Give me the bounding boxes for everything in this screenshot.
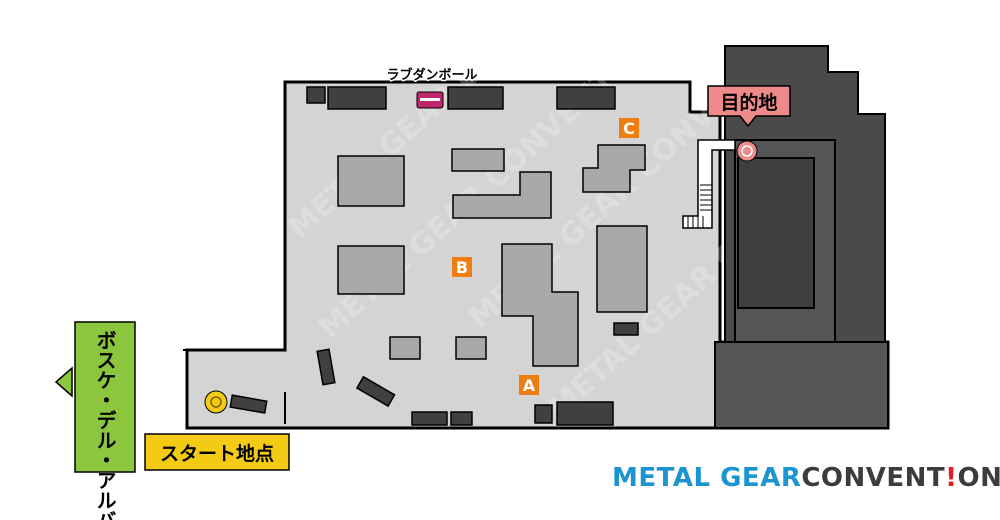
barrier: [534, 404, 553, 424]
brand-convent: CONVENT: [801, 463, 945, 493]
crate: [596, 225, 648, 313]
brand-on: ON: [958, 463, 1000, 493]
marker-a-label: A: [523, 376, 536, 395]
barrier: [229, 394, 268, 414]
crate: [582, 144, 646, 193]
svg-text:METAL GEARCONVENT!ON: METAL GEARCONVENT!ON: [612, 463, 1000, 493]
crate: [451, 148, 505, 172]
marker-c-label: C: [623, 119, 635, 138]
crate: [337, 155, 405, 207]
destination-label: 目的地: [720, 91, 777, 114]
barrier: [355, 375, 396, 408]
cardboard-box-icon[interactable]: [416, 91, 444, 109]
brand-logo: METAL GEARCONVENT!ON: [612, 463, 1000, 493]
crate: [452, 171, 552, 219]
marker-b-label: B: [456, 258, 468, 277]
barrier: [613, 322, 639, 336]
dark-obstacles: [229, 86, 639, 426]
barrier: [316, 348, 336, 386]
destination-target-icon[interactable]: [736, 140, 758, 162]
marker-c[interactable]: C: [619, 118, 639, 138]
barrier: [411, 411, 448, 426]
exit-label: ボスケ・デル・アルバ: [93, 330, 117, 520]
barrier: [556, 401, 614, 426]
marker-b[interactable]: B: [452, 257, 472, 277]
marker-a[interactable]: A: [519, 375, 539, 395]
start-target-icon[interactable]: [204, 390, 228, 414]
crate: [337, 245, 405, 295]
destination-building: [714, 45, 889, 429]
crate: [389, 336, 421, 360]
start-label-box[interactable]: スタート地点: [144, 433, 290, 471]
item-label: ラブダンボール: [386, 67, 477, 83]
stairs: [682, 139, 736, 229]
barrier: [556, 86, 616, 110]
brand-exclaim: !: [945, 463, 957, 493]
crate: [501, 243, 579, 367]
crate: [455, 336, 487, 360]
destination-callout[interactable]: 目的地: [707, 85, 791, 128]
barrier: [447, 86, 504, 110]
barrier: [327, 86, 387, 110]
start-label: スタート地点: [160, 442, 274, 465]
obstacles: [337, 144, 648, 367]
exit-arrow-icon[interactable]: [54, 321, 136, 473]
barrier: [450, 411, 473, 426]
barrier: [306, 86, 326, 104]
brand-metal-gear: METAL GEAR: [612, 463, 801, 493]
